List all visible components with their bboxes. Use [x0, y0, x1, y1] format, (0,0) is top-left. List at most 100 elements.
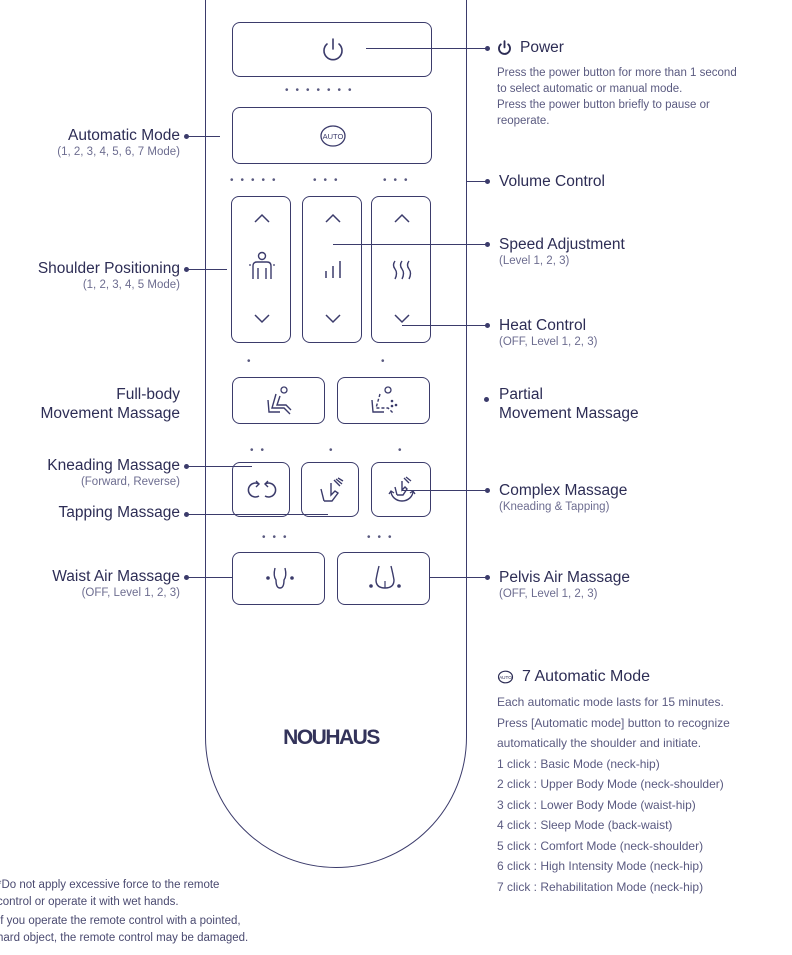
- automatic-mode-label: Automatic Mode (1, 2, 3, 4, 5, 6, 7 Mode…: [57, 126, 180, 160]
- tapping-leader-line: [187, 514, 328, 516]
- chevron-up-icon: [394, 213, 410, 223]
- waist-air-icon: [266, 567, 294, 589]
- auto-modes-line: 4 click : Sleep Mode (back-waist): [497, 818, 673, 832]
- power-label: Power Press the power button for more th…: [497, 38, 737, 129]
- speed-sub: (Level 1, 2, 3): [499, 255, 570, 267]
- pelvis-air-button[interactable]: [337, 552, 430, 605]
- complex-label: Complex Massage (Kneading & Tapping): [499, 481, 627, 515]
- heat-label: Heat Control (OFF, Level 1, 2, 3): [499, 316, 597, 350]
- kneading-leader-line: [187, 466, 252, 468]
- power-desc-4: reoperate.: [497, 115, 550, 127]
- complex-leader-line: [402, 490, 488, 492]
- heat-leader-line: [402, 325, 488, 327]
- pelvis-leader-dot: [485, 575, 490, 580]
- mode-dots-right: •••: [383, 175, 415, 186]
- tapping-massage-button[interactable]: [301, 462, 359, 517]
- shoulder-leader-line: [187, 269, 227, 271]
- kneading-rotate-icon: [247, 480, 277, 498]
- power-button[interactable]: [232, 22, 432, 77]
- fullbody-dot: •: [247, 356, 258, 367]
- tapping-leader-dot: [184, 512, 189, 517]
- partial-dot: •: [381, 356, 392, 367]
- shoulder-person-icon: [249, 251, 275, 279]
- chevron-down-icon: [254, 314, 270, 324]
- heat-leader-dot: [485, 323, 490, 328]
- partial-title-1: Partial: [499, 386, 543, 403]
- auto-leader-line: [187, 136, 220, 138]
- partial-label: Partial Movement Massage: [499, 385, 639, 423]
- heat-control-button[interactable]: [371, 196, 431, 343]
- speed-label: Speed Adjustment (Level 1, 2, 3): [499, 235, 625, 269]
- automatic-mode-title: Automatic Mode: [68, 127, 180, 144]
- kneading-dots: ••: [250, 445, 272, 456]
- auto-modes-heading: 7 Automatic Mode: [522, 668, 651, 685]
- heat-title: Heat Control: [499, 317, 587, 334]
- caution-note-line: *Do not apply excessive force to the rem…: [0, 879, 220, 891]
- kneading-title: Kneading Massage: [47, 457, 180, 474]
- waist-label: Waist Air Massage (OFF, Level 1, 2, 3): [52, 567, 180, 601]
- auto-modes-line: 5 click : Comfort Mode (neck-shoulder): [497, 838, 704, 853]
- kneading-sub: (Forward, Reverse): [80, 476, 180, 488]
- power-leader-dot: [485, 46, 490, 51]
- chevron-down-icon: [325, 314, 341, 324]
- tapping-label: Tapping Massage: [59, 503, 181, 522]
- caution-note-line: control or operate it with wet hands.: [0, 896, 179, 908]
- caution-note-line: hard object, the remote control may be d…: [0, 932, 249, 944]
- volume-leader-line: [467, 181, 488, 183]
- speed-leader-line: [333, 244, 488, 246]
- complex-leader-dot: [485, 488, 490, 493]
- heat-waves-icon: [392, 260, 412, 280]
- waist-dots: •••: [262, 532, 294, 543]
- fullbody-label: Full-body Movement Massage: [40, 385, 180, 423]
- complex-massage-button[interactable]: [371, 462, 431, 517]
- kneading-massage-button[interactable]: [232, 462, 290, 517]
- volume-leader-dot: [485, 179, 490, 184]
- waist-air-button[interactable]: [232, 552, 325, 605]
- auto-icon-text: AUTO: [499, 674, 512, 679]
- auto-leader-dot: [184, 134, 189, 139]
- speed-title: Speed Adjustment: [499, 236, 625, 253]
- kneading-label: Kneading Massage (Forward, Reverse): [47, 456, 180, 490]
- waist-sub: (OFF, Level 1, 2, 3): [81, 587, 180, 599]
- power-icon: [323, 38, 343, 61]
- tapping-dot: •: [329, 445, 340, 456]
- automatic-mode-button[interactable]: AUTO: [232, 107, 432, 164]
- pelvis-title: Pelvis Air Massage: [499, 569, 630, 586]
- pelvis-leader-line: [430, 577, 488, 579]
- power-leader-line: [366, 48, 488, 50]
- power-title: Power: [520, 39, 564, 56]
- tapping-hand-icon: [320, 477, 344, 502]
- power-desc-2: to select automatic or manual mode.: [497, 83, 683, 95]
- auto-icon: AUTO: [320, 125, 346, 147]
- power-desc-3: Press the power button briefly to pause …: [497, 99, 710, 111]
- auto-icon: AUTO: [497, 670, 514, 683]
- shoulder-label: Shoulder Positioning (1, 2, 3, 4, 5 Mode…: [38, 259, 180, 293]
- shoulder-sub: (1, 2, 3, 4, 5 Mode): [82, 279, 180, 291]
- power-desc-1: Press the power button for more than 1 s…: [497, 67, 737, 79]
- mode-dots-mid: •••: [313, 175, 345, 186]
- auto-modes-line: 3 click : Lower Body Mode (waist-hip): [497, 797, 696, 812]
- shoulder-positioning-button[interactable]: [231, 196, 291, 343]
- complex-hand-icon: [388, 476, 416, 502]
- pelvis-air-icon: [369, 565, 401, 589]
- auto-modes-line: 1 click : Basic Mode (neck-hip): [497, 756, 660, 771]
- speed-bars-icon: [325, 261, 341, 278]
- auto-icon-text: AUTO: [323, 132, 344, 141]
- fullbody-title-1: Full-body: [116, 386, 180, 403]
- pelvis-dots: •••: [367, 532, 399, 543]
- automatic-mode-sub: (1, 2, 3, 4, 5, 6, 7 Mode): [57, 146, 180, 158]
- pelvis-label: Pelvis Air Massage (OFF, Level 1, 2, 3): [499, 568, 630, 602]
- volume-title: Volume Control: [499, 173, 605, 190]
- caution-notes: *Do not apply excessive force to the rem…: [0, 877, 248, 947]
- recliner-partial-icon: [371, 386, 398, 415]
- power-icon: [498, 39, 511, 55]
- recliner-person-icon: [267, 386, 292, 415]
- auto-modes-line: 7 click : Rehabilitation Mode (neck-hip): [497, 879, 704, 894]
- caution-note-line: If you operate the remote control with a…: [0, 915, 241, 927]
- mode-dots-left: •••••: [230, 175, 283, 186]
- speed-adjustment-button[interactable]: [302, 196, 362, 343]
- partial-massage-button[interactable]: [337, 377, 430, 424]
- auto-modes-line: 2 click : Upper Body Mode (neck-shoulder…: [497, 777, 724, 791]
- fullbody-massage-button[interactable]: [232, 377, 325, 424]
- complex-title: Complex Massage: [499, 482, 628, 499]
